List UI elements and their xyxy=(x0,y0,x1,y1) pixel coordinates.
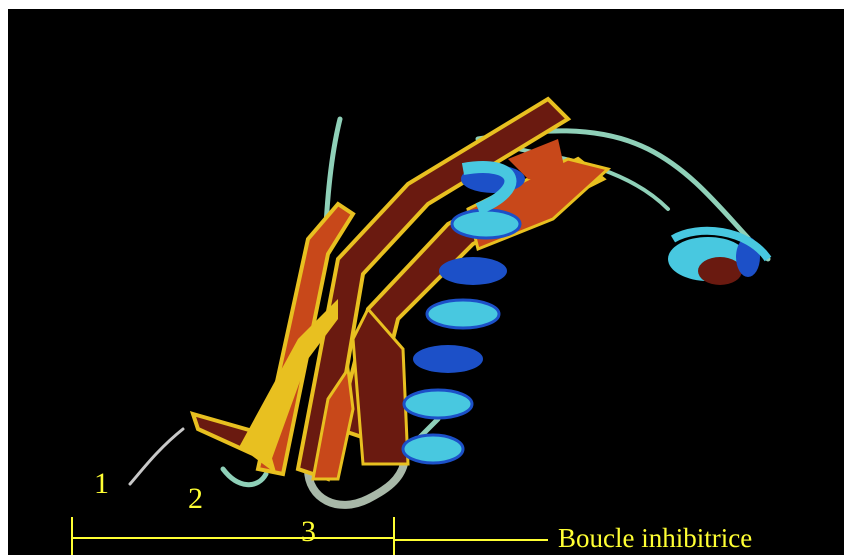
annotation-bracket xyxy=(8,9,844,555)
loop-label-1: 1 xyxy=(94,469,109,499)
loop-label-3: 3 xyxy=(301,517,316,547)
protein-ribbon-figure: 1 2 3 Boucle inhibitrice xyxy=(8,9,844,555)
loop-label-2: 2 xyxy=(188,484,203,514)
inhibitory-loop-label: Boucle inhibitrice xyxy=(558,525,752,552)
